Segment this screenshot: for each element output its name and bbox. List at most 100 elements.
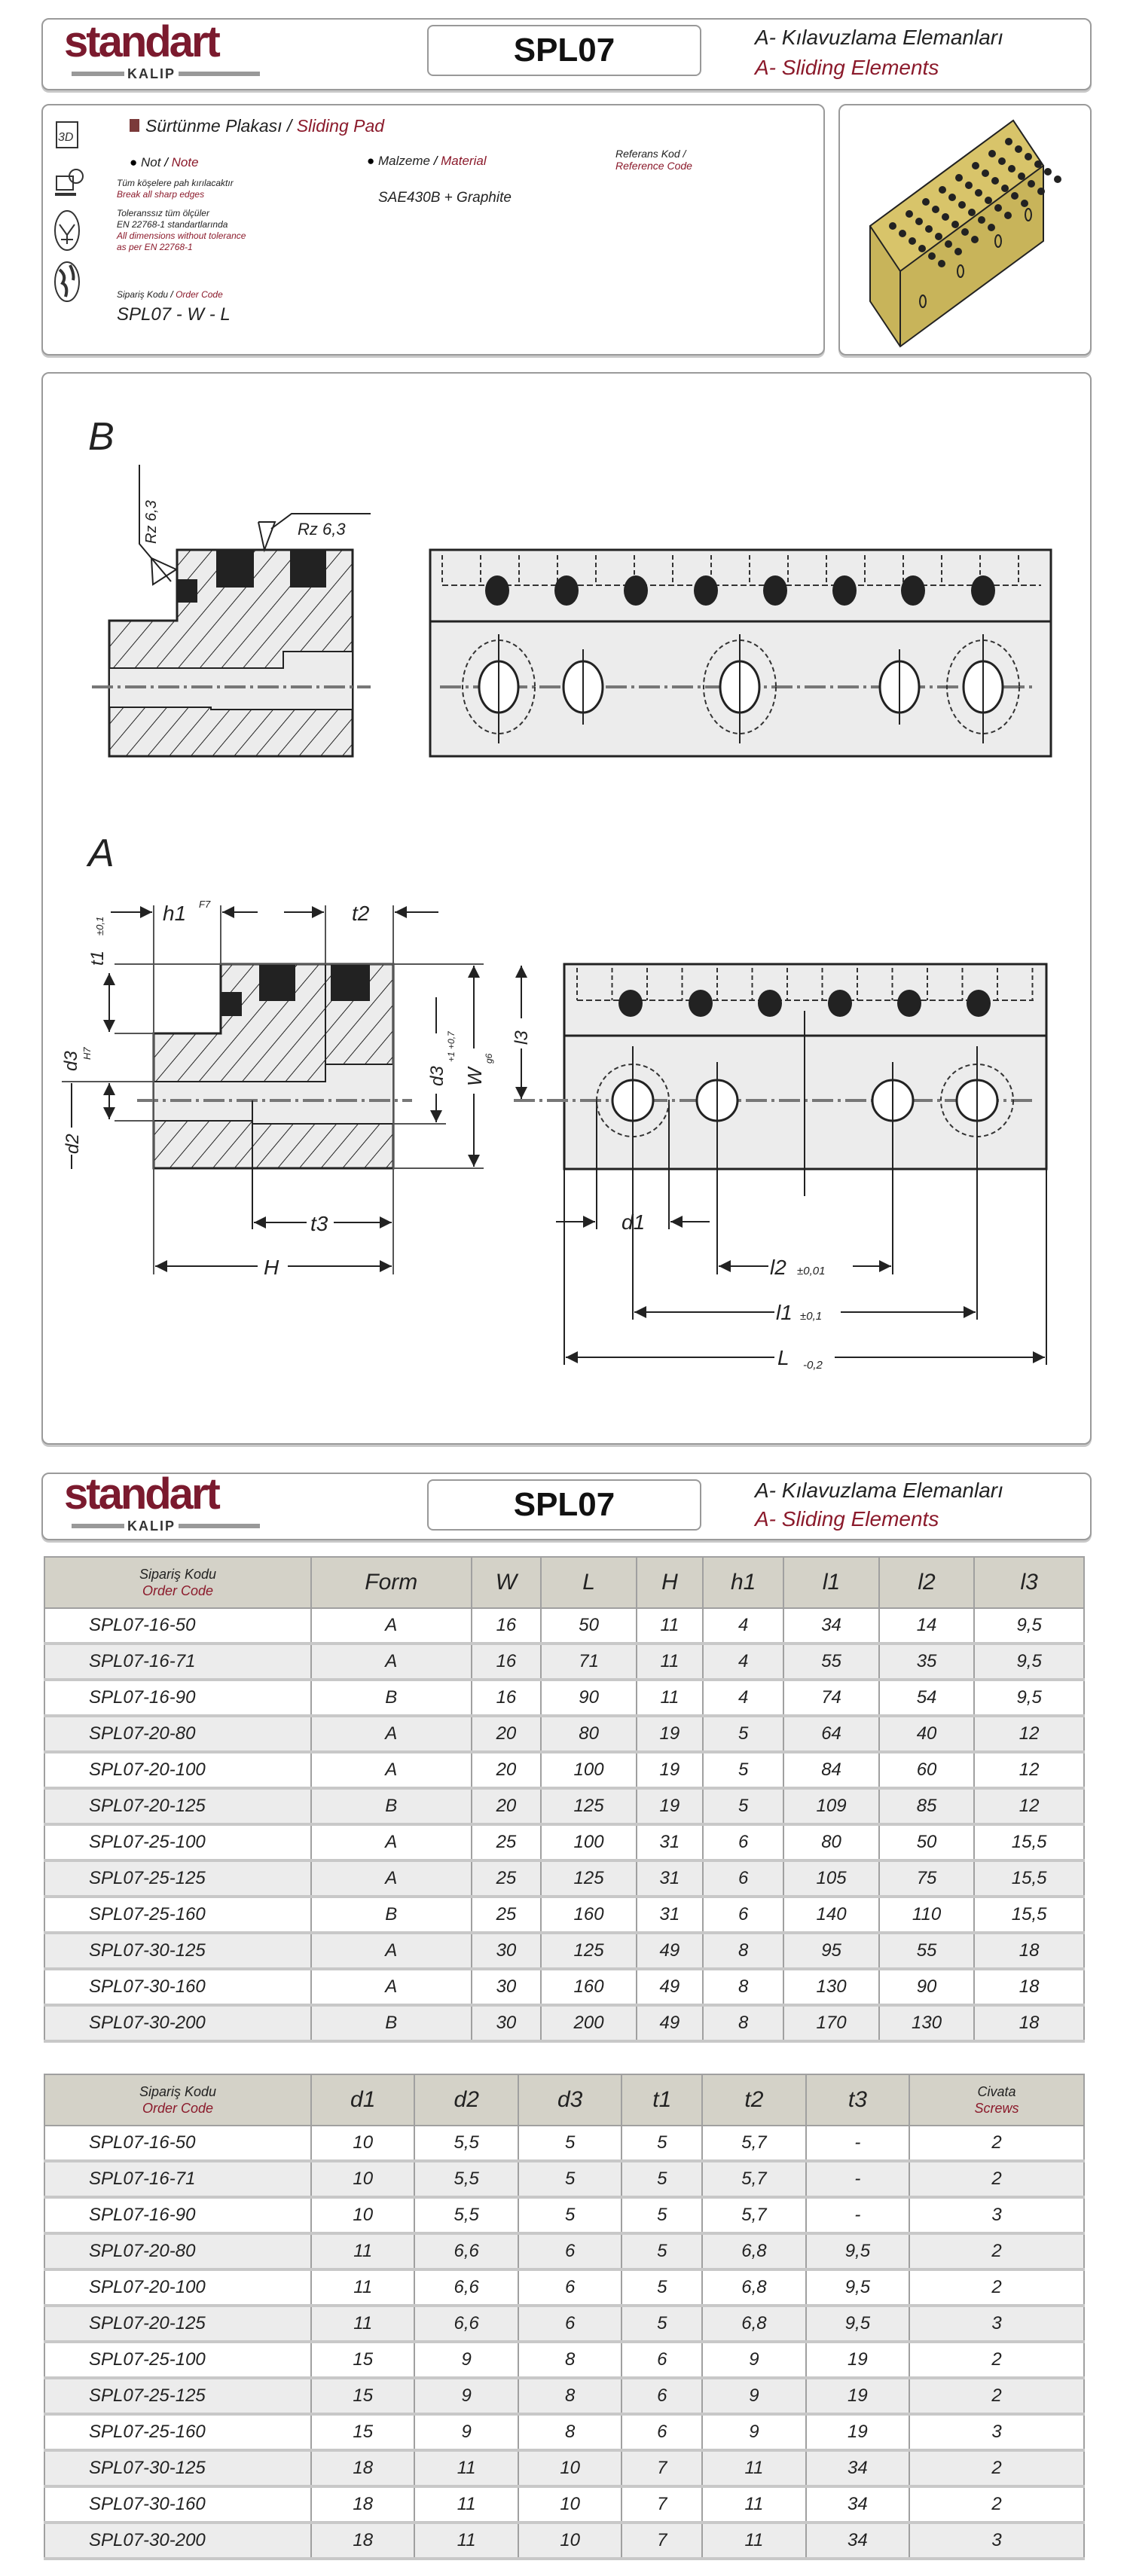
graphite-plug: [906, 210, 913, 218]
logo-wordmark: standart: [64, 1470, 221, 1518]
sliding-graphite-dot: [897, 990, 921, 1017]
value-cell: A: [310, 1716, 472, 1753]
value-cell: A: [310, 1860, 472, 1898]
globe-icon[interactable]: [53, 261, 84, 303]
graphite-plug: [1025, 153, 1032, 160]
value-cell: 19: [805, 2342, 911, 2379]
value-cell: 55: [878, 1933, 976, 1970]
sliding-graphite-dot: [485, 575, 509, 606]
sliding-graphite-dot: [971, 575, 995, 606]
column-header: t3: [805, 2074, 911, 2126]
sliding-graphite-dot: [689, 990, 713, 1017]
value-cell: 16: [470, 1644, 542, 1681]
dim-h: H: [264, 1256, 279, 1279]
value-cell: 10: [310, 2126, 416, 2162]
value-cell: 160: [540, 1897, 637, 1934]
value-cell: 7: [621, 2486, 704, 2524]
value-cell: 9: [701, 2414, 807, 2452]
value-cell: 20: [470, 1788, 542, 1826]
value-cell: B: [310, 2005, 472, 2043]
value-cell: 15: [310, 2414, 416, 2452]
value-cell: 3: [909, 2306, 1085, 2343]
value-cell: 84: [783, 1752, 880, 1790]
graphite-plug: [1001, 185, 1009, 192]
order-code-label: Sipariş Kodu / Order Code: [117, 289, 223, 300]
order-code-cell: SPL07-25-100: [44, 2342, 312, 2379]
graphite-plug: [968, 209, 976, 216]
value-cell: 2: [909, 2269, 1085, 2307]
product-name-en: Sliding Pad: [296, 116, 385, 136]
material-label: ● Malzeme / Material: [367, 154, 487, 168]
value-cell: 3: [909, 2523, 1085, 2560]
product-image-panel: [838, 104, 1092, 356]
value-cell: 35: [878, 1644, 976, 1681]
form-a-section-view: h1 F7 t2 t1 ±0,1 d3 H7 d2 d3 +1 +0,7 W g…: [60, 898, 533, 1280]
order-code-cell: SPL07-16-50: [44, 2126, 312, 2162]
value-cell: 9,5: [973, 1608, 1085, 1645]
reference-code-label: Referans Kod / Reference Code: [615, 148, 692, 172]
value-cell: 34: [805, 2486, 911, 2524]
note-label: ● Not / Note: [130, 155, 199, 169]
product-marker: [130, 119, 139, 132]
category-title-tr: A- Kılavuzlama Elemanları: [755, 1479, 1003, 1502]
value-cell: 5: [621, 2269, 704, 2307]
value-cell: 2: [909, 2378, 1085, 2416]
value-cell: 34: [783, 1608, 880, 1645]
cad-download-icon[interactable]: [53, 167, 84, 197]
value-cell: 11: [701, 2450, 807, 2488]
value-cell: 30: [470, 1969, 542, 2007]
graphite-plug: [1015, 145, 1022, 153]
graphite-plug: [1004, 212, 1012, 219]
graphite-plug: [938, 260, 945, 267]
tolerance-icon: [53, 209, 84, 252]
product-code: SPL07: [427, 1479, 701, 1531]
brand-logo: standart KALIP: [64, 1470, 290, 1534]
value-cell: 11: [635, 1608, 704, 1645]
dim-l2-tol: ±0,01: [797, 1265, 825, 1277]
value-cell: 4: [701, 1680, 785, 1717]
logo-subtitle: KALIP: [124, 1518, 179, 1534]
dim-t3: t3: [310, 1212, 328, 1235]
value-cell: 10: [517, 2450, 623, 2488]
graphite-plug: [965, 182, 973, 189]
value-cell: 20: [470, 1752, 542, 1790]
value-cell: 6: [517, 2233, 623, 2271]
graphite-plug: [1044, 168, 1052, 175]
sliding-graphite-dot: [624, 575, 648, 606]
sliding-graphite-dot: [763, 575, 787, 606]
value-cell: 2: [909, 2486, 1085, 2524]
value-cell: 6: [621, 2378, 704, 2416]
value-cell: 5: [621, 2233, 704, 2271]
value-cell: 200: [540, 2005, 637, 2043]
value-cell: -: [805, 2126, 911, 2162]
value-cell: 8: [701, 1969, 785, 2007]
value-cell: 25: [470, 1860, 542, 1898]
value-cell: 10: [517, 2486, 623, 2524]
3d-icon[interactable]: 3D: [53, 119, 84, 149]
graphite-plug: [998, 157, 1006, 165]
value-cell: 2: [909, 2126, 1085, 2162]
value-cell: 54: [878, 1680, 976, 1717]
value-cell: -: [805, 2161, 911, 2199]
value-cell: 6: [517, 2269, 623, 2307]
order-code-cell: SPL07-16-90: [44, 2197, 312, 2235]
graphite-plug: [1054, 175, 1061, 183]
graphite-plug: [994, 204, 1002, 212]
order-code-cell: SPL07-16-50: [44, 1608, 312, 1645]
value-cell: 19: [635, 1752, 704, 1790]
value-cell: 20: [470, 1716, 542, 1753]
category-title-en: A- Sliding Elements: [755, 1507, 939, 1531]
value-cell: 18: [973, 1933, 1085, 1970]
value-cell: 5: [701, 1788, 785, 1826]
note-text: Tüm köşelere pah kırılacaktır Break all …: [117, 178, 246, 252]
value-cell: A: [310, 1644, 472, 1681]
value-cell: 130: [783, 1969, 880, 2007]
graphite-plug: [1037, 188, 1045, 195]
value-cell: 19: [635, 1716, 704, 1753]
